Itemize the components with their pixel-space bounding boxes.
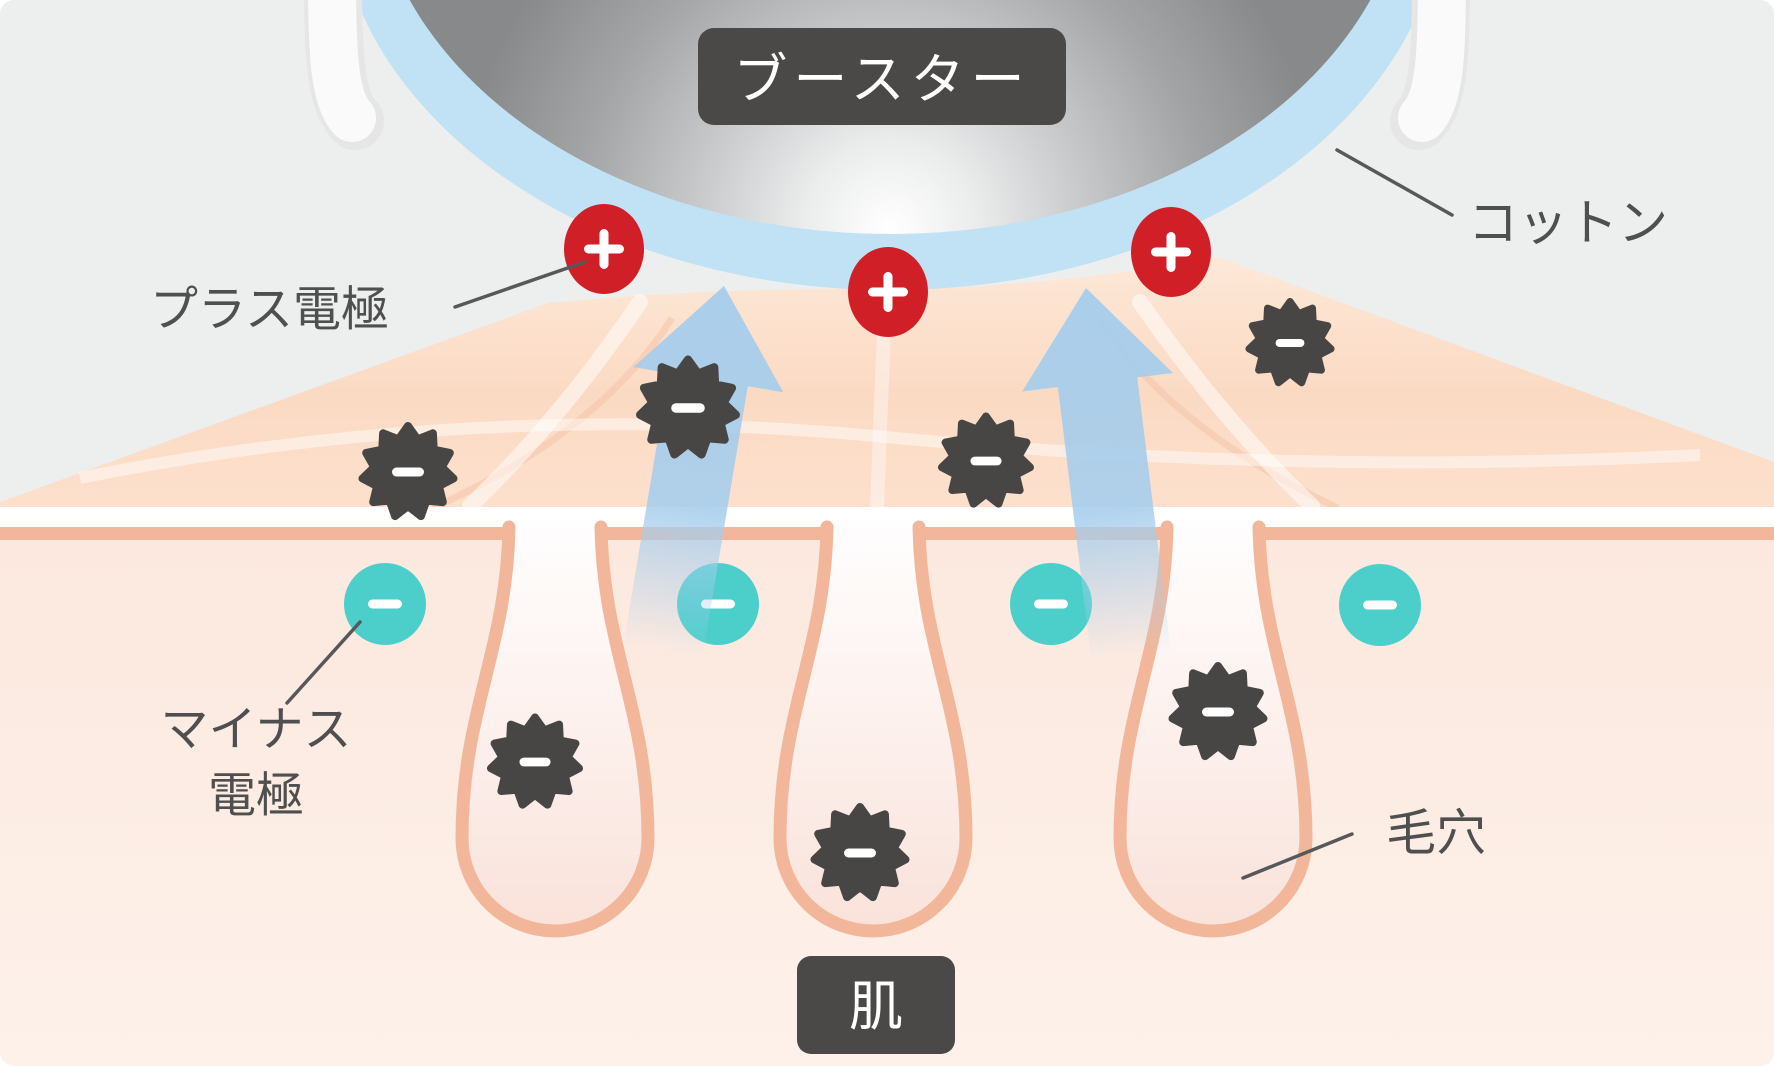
pore xyxy=(773,519,973,938)
plus-electrode xyxy=(848,247,928,337)
skin-crease xyxy=(431,316,675,512)
minus-icon xyxy=(970,456,1002,466)
minus-icon xyxy=(519,757,551,767)
minus-electrode xyxy=(1339,564,1421,646)
device-handle-right xyxy=(1390,0,1470,150)
minus-icon xyxy=(368,599,402,609)
minus-electrode xyxy=(1010,563,1092,645)
booster-badge xyxy=(698,28,1066,125)
plus-icon xyxy=(1151,232,1191,272)
impurity-particle xyxy=(815,807,906,897)
booster-label: ブースター xyxy=(733,50,1030,110)
surface-gap xyxy=(0,507,1774,527)
skin-crease xyxy=(78,418,1701,484)
skin-badge: 肌 xyxy=(797,956,955,1054)
pointer-lines xyxy=(285,148,1454,880)
minus-electrode-label-line2: 電極 xyxy=(208,770,304,823)
pointer-pore xyxy=(1241,832,1354,880)
minus-icon xyxy=(1363,600,1397,610)
minus-electrode xyxy=(344,563,426,645)
labels: プラス電極 コットン マイナス 電極 毛穴 xyxy=(150,195,1668,861)
plus-icon xyxy=(584,229,624,269)
plus-icon xyxy=(868,272,908,312)
impurity-particle xyxy=(1249,302,1331,383)
plus-electrodes xyxy=(564,204,1211,337)
pointer-minus-electrode xyxy=(285,620,362,705)
plus-electrode-label: プラス電極 xyxy=(150,284,389,337)
minus-icon xyxy=(844,848,876,858)
pore-label: 毛穴 xyxy=(1386,805,1486,861)
pointer-plus-electrode xyxy=(453,260,587,309)
skin-crease xyxy=(870,323,891,513)
minus-icon xyxy=(1202,707,1234,717)
plus-electrode xyxy=(1131,207,1211,297)
minus-icon xyxy=(392,467,424,477)
minus-icon xyxy=(1034,599,1068,609)
minus-icon xyxy=(1275,338,1305,348)
skin-crease xyxy=(1132,294,1320,514)
pointer-cotton xyxy=(1335,148,1454,217)
impurity-particles xyxy=(363,302,1331,898)
minus-icon xyxy=(671,403,705,413)
impurity-particle xyxy=(491,717,579,804)
minus-electrode-label-line1: マイナス xyxy=(160,704,351,757)
impurity-particle xyxy=(942,416,1030,503)
impurity-particle xyxy=(363,426,454,516)
skin-crease xyxy=(462,294,648,514)
skin-surface xyxy=(0,257,1774,514)
skin-label: 肌 xyxy=(849,977,903,1037)
impurity-particle xyxy=(640,360,736,455)
impurity-particle xyxy=(1173,666,1264,756)
device-handle-left xyxy=(304,0,384,150)
plus-electrode xyxy=(564,204,644,294)
cotton-label: コットン xyxy=(1468,195,1668,251)
